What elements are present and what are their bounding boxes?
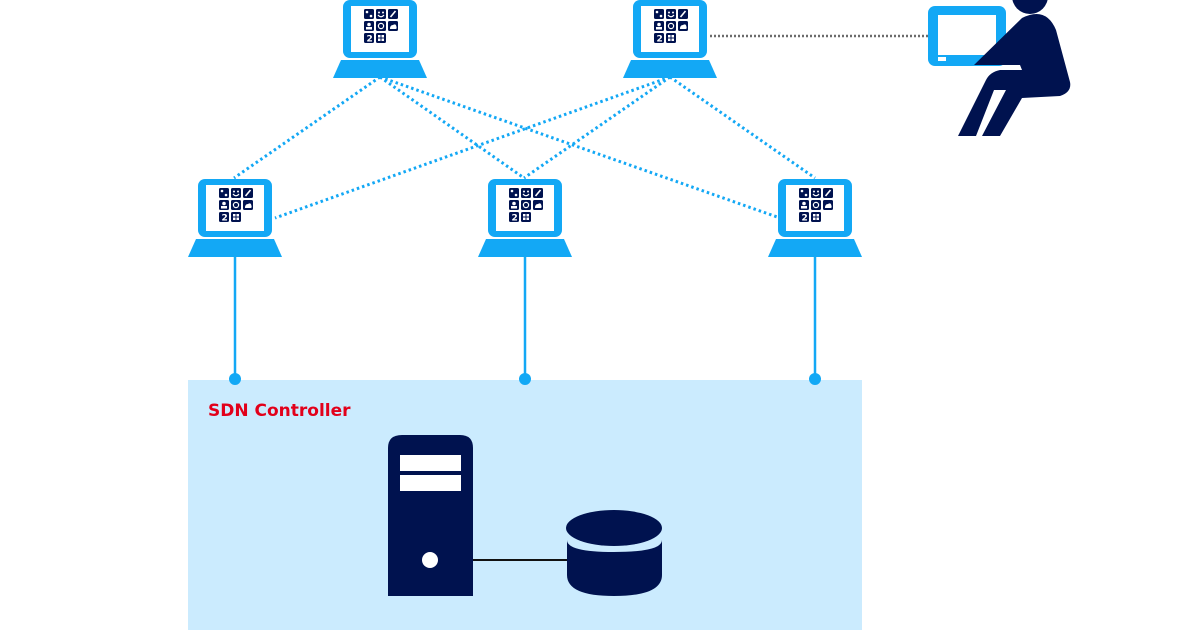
server-icon: [388, 435, 473, 596]
link-top-right-to-middle-right: [669, 75, 816, 180]
link-top-right-to-middle-center: [523, 75, 671, 180]
connector-dot-right: [809, 373, 821, 385]
link-top-left-to-middle-center: [379, 75, 525, 180]
top-right-switch-laptop-icon[interactable]: [622, 0, 718, 79]
connector-dot-left: [229, 373, 241, 385]
connector-dot-center: [519, 373, 531, 385]
link-top-left-to-middle-left: [233, 75, 381, 180]
controller-links: [233, 257, 817, 379]
middle-center-switch-laptop-icon[interactable]: [477, 178, 573, 258]
top-left-switch-laptop-icon[interactable]: [332, 0, 428, 79]
link-top-right-to-middle-left: [274, 75, 671, 220]
database-icon: [566, 510, 662, 596]
sdn-controller-label: SDN Controller: [208, 401, 351, 421]
middle-right-switch-laptop-icon[interactable]: [767, 178, 863, 258]
link-top-left-to-middle-right: [379, 75, 781, 220]
sdn-controller-panel: [188, 380, 862, 630]
person-at-computer-icon: [928, 0, 1071, 136]
mesh-links: [233, 75, 816, 220]
middle-left-switch-laptop-icon[interactable]: [187, 178, 283, 258]
